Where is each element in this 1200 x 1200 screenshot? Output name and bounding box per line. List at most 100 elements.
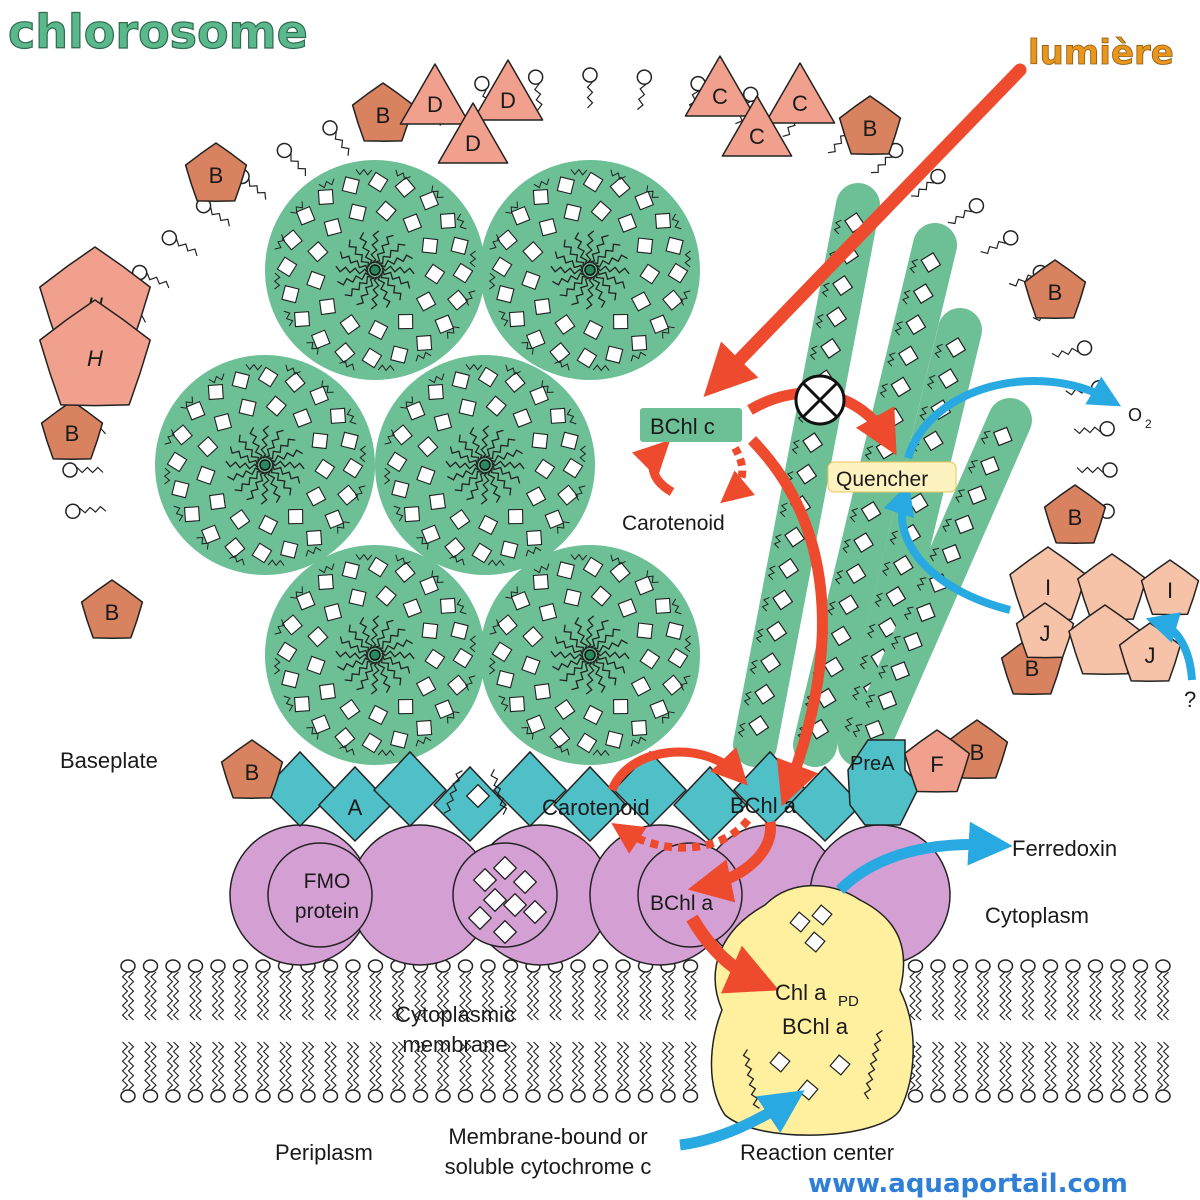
lipid-molecule (300, 1041, 316, 1103)
lipid-molecule (1073, 420, 1115, 437)
protein-b: B (220, 739, 284, 799)
lipid-molecule (1051, 340, 1093, 358)
protein-i: I (1140, 559, 1200, 616)
lipid-molecule (582, 67, 598, 109)
lipid-molecule (277, 1041, 294, 1103)
protein-a-label: A (348, 795, 363, 820)
baseplate-to-fmo-arrow (687, 821, 777, 903)
light-arrow (703, 63, 1027, 397)
lipid-molecule (457, 1041, 474, 1103)
energy-transfer-arrows (607, 63, 1027, 994)
lipid-molecule (1110, 1041, 1126, 1103)
protein-d: D (472, 59, 544, 121)
o2-subscript: 2 (1145, 417, 1152, 431)
baseplate-protein-a (372, 750, 448, 828)
fmo-bchl-a-pigments (467, 855, 548, 945)
lipid-molecule (322, 120, 350, 156)
lipid-molecule (1132, 1041, 1149, 1103)
cytochrome-label-line2: soluble cytochrome c (445, 1154, 652, 1179)
protein-b: B (40, 400, 104, 460)
rod-cross-section (480, 160, 700, 380)
protein-c: C (764, 62, 836, 124)
lipid-molecule (570, 1041, 586, 1103)
baseplate-label: Baseplate (60, 748, 158, 773)
bchl-c-label: BChl c (650, 414, 715, 439)
rc-to-ferredoxin-arrow (836, 821, 1013, 894)
question-label: ? (1184, 687, 1196, 712)
lipid-molecule (930, 1041, 946, 1103)
lipid-molecule (980, 230, 1019, 255)
fmo-to-reaction-center-arrow (686, 914, 780, 994)
rod-cross-section (265, 160, 485, 380)
lipid-molecule (525, 1041, 541, 1103)
lipid-molecule (457, 959, 474, 1021)
lipid-molecule (322, 959, 339, 1021)
title: chlorosome (8, 5, 308, 59)
lipid-molecule (1155, 1041, 1171, 1103)
lipid-molecule (615, 959, 631, 1021)
fmo-protein-unit (267, 842, 373, 948)
lipid-molecule (412, 1041, 429, 1103)
ij-to-quencher-arrow (883, 482, 1011, 614)
bchlc-to-carotenoid-dashed-arrow (720, 445, 755, 504)
protein-c: C (684, 55, 756, 117)
svg-text:I: I (1045, 575, 1051, 600)
lipid-molecule (65, 503, 107, 520)
lipid-molecule (502, 1041, 519, 1103)
electron-transfer-arrows (679, 376, 1196, 1151)
watermark: www.aquaportail.com (808, 1169, 1128, 1199)
lipid-molecule (120, 1041, 136, 1103)
lipid-molecule (592, 1041, 609, 1103)
lipid-molecule (62, 462, 104, 478)
carotenoid-label-baseplate: Carotenoid (542, 795, 650, 820)
lipid-molecule (570, 959, 586, 1021)
quencher-to-o2-arrow (904, 376, 1122, 460)
lipid-molecule (232, 1041, 249, 1103)
lipid-molecule (165, 959, 181, 1021)
lipid-molecule (345, 959, 361, 1021)
lipid-molecule (367, 1041, 384, 1103)
carotenoid-to-bchlc-arrow (632, 439, 675, 496)
lipid-molecule (527, 69, 544, 111)
lipid-molecule (547, 959, 564, 1021)
lipid-molecule (952, 959, 969, 1021)
svg-text:B: B (1068, 505, 1083, 530)
lipid-molecule (947, 197, 985, 225)
rod-cross-section (155, 355, 375, 575)
bchl-a-label-fmo: BChl a (650, 892, 713, 915)
question-to-j-arrow (1145, 612, 1196, 681)
lipid-molecule (637, 1041, 654, 1103)
membrane-label-line1: Cytoplasmic (395, 1002, 515, 1027)
protein-b: B (80, 579, 144, 639)
svg-text:B: B (970, 740, 985, 765)
lipid-molecule (952, 1041, 969, 1103)
lipid-molecule (1020, 959, 1036, 1021)
protein-b: B (184, 142, 248, 202)
lipid-molecule (276, 142, 306, 176)
periplasm-label: Periplasm (275, 1140, 373, 1165)
bchl-a-label-rc: BChl a (782, 1014, 849, 1039)
lipid-molecule (210, 1041, 226, 1103)
lipid-molecule (120, 959, 136, 1021)
lipid-molecule (1155, 959, 1171, 1021)
lipid-molecule (1042, 959, 1059, 1021)
lipid-molecule (142, 1041, 159, 1103)
lipid-molecule (502, 959, 519, 1021)
baseplate-protein-a (552, 765, 628, 843)
lipid-molecule (187, 1041, 204, 1103)
prea-label: PreA (850, 753, 895, 775)
protein-j: J (1015, 602, 1075, 659)
svg-text:D: D (427, 92, 443, 117)
lipid-molecule (300, 959, 316, 1021)
svg-text:B: B (105, 600, 120, 625)
cytoplasm-label: Cytoplasm (985, 903, 1089, 928)
svg-text:F: F (930, 752, 943, 777)
svg-text:B: B (1025, 656, 1040, 681)
svg-text:B: B (209, 163, 224, 188)
svg-text:B: B (245, 760, 260, 785)
fmo-label-line2: protein (295, 900, 359, 923)
membrane-label-line2: membrane (402, 1032, 507, 1057)
lipid-molecule (911, 168, 946, 197)
cytochrome-to-rc-arrow (679, 1090, 805, 1151)
